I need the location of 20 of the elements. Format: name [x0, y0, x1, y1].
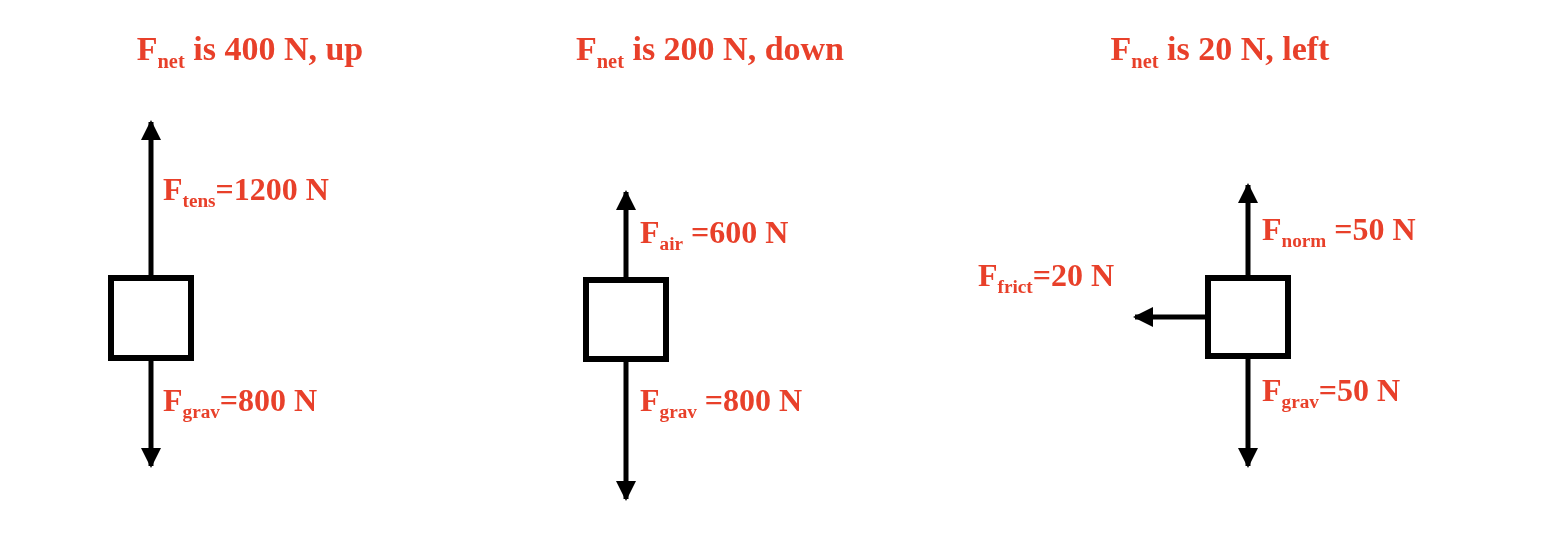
force-label: F$_{grav}$=50 N: [1262, 373, 1401, 413]
body-square: [108, 275, 194, 361]
body-square: [1205, 275, 1291, 359]
body-square: [583, 277, 669, 362]
force-label: F$_{grav}$ =800 N: [640, 383, 803, 423]
force-arrow: [1238, 359, 1258, 468]
force-label: F$_{tens}$=1200 N: [163, 172, 329, 212]
force-arrow: [141, 120, 161, 275]
force-arrow: [616, 190, 636, 277]
force-arrow: [616, 362, 636, 501]
net-force-heading: F$_{net}$ is 400 N, up: [136, 30, 364, 73]
force-arrow: [141, 361, 161, 468]
force-arrow: [1238, 183, 1258, 275]
net-force-heading: F$_{net}$ is 200 N, down: [575, 30, 845, 73]
force-label: F$_{norm}$ =50 N: [1262, 212, 1416, 252]
force-label: F$_{air}$ =600 N: [640, 215, 789, 255]
net-force-heading: F$_{net}$ is 20 N, left: [1110, 30, 1330, 73]
force-label: F$_{grav}$=800 N: [163, 383, 318, 423]
force-arrow: [1133, 307, 1205, 327]
force-label: F$_{frict}$=20 N: [978, 258, 1115, 298]
